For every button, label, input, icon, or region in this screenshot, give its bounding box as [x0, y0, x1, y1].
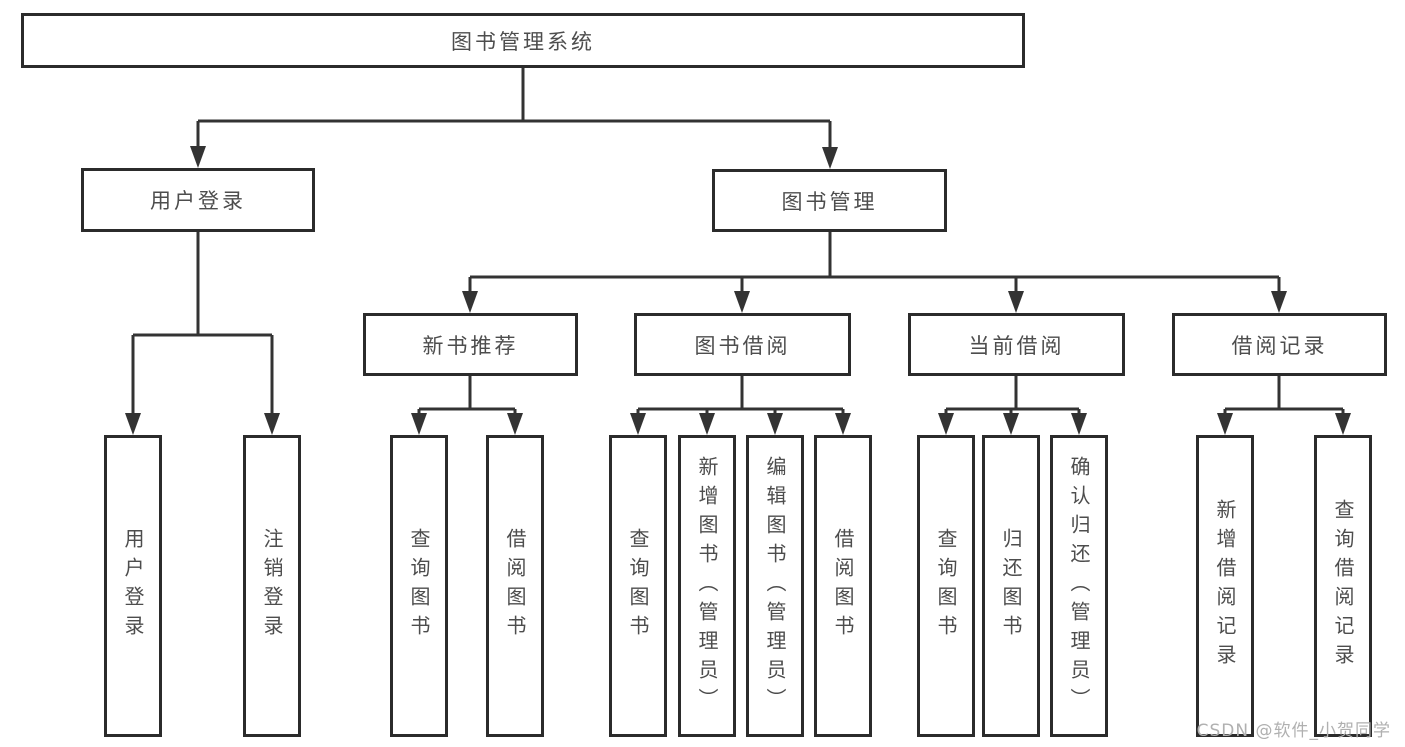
node-label: 用户登录 [150, 189, 246, 213]
leaf-query-books-3: 查询图书 [917, 435, 975, 737]
leaf-query-books-2: 查询图书 [609, 435, 667, 737]
node-book-borrowing: 图书借阅 [634, 313, 851, 376]
node-label: 图书管理系统 [451, 29, 595, 54]
leaf-user-login: 用户登录 [104, 435, 162, 737]
node-label: 借阅记录 [1231, 333, 1328, 358]
tree-edges [131, 68, 1345, 421]
node-label: 借阅图书 [831, 528, 855, 644]
node-user-login: 用户登录 [81, 168, 315, 232]
node-borrowing-records: 借阅记录 [1172, 313, 1387, 376]
node-label: 用户登录 [121, 528, 145, 644]
leaf-logout: 注销登录 [243, 435, 301, 737]
node-label: 新增借阅记录 [1213, 499, 1237, 673]
node-label: 借阅图书 [503, 528, 527, 644]
node-label: 新书推荐 [422, 333, 519, 358]
node-label: 归还图书 [999, 528, 1023, 644]
node-label: 新增图书（管理员） [695, 455, 719, 717]
node-root-library-system: 图书管理系统 [21, 13, 1025, 68]
leaf-edit-book-admin: 编辑图书（管理员） [746, 435, 804, 737]
node-label: 确认归还（管理员） [1067, 455, 1091, 717]
leaf-confirm-return-admin: 确认归还（管理员） [1050, 435, 1108, 737]
node-label: 图书借阅 [694, 333, 791, 358]
leaf-return-book: 归还图书 [982, 435, 1040, 737]
leaf-borrow-books-1: 借阅图书 [486, 435, 544, 737]
csdn-watermark: CSDN @软件_小贺同学 [1196, 721, 1391, 741]
leaf-add-borrow-record: 新增借阅记录 [1196, 435, 1254, 737]
node-label: 编辑图书（管理员） [763, 455, 787, 717]
leaf-borrow-books-2: 借阅图书 [814, 435, 872, 737]
node-label: 查询图书 [934, 528, 958, 644]
node-label: 查询图书 [407, 528, 431, 644]
node-new-book-recommend: 新书推荐 [363, 313, 578, 376]
leaf-add-book-admin: 新增图书（管理员） [678, 435, 736, 737]
node-label: 查询图书 [626, 528, 650, 644]
arrowheads [125, 146, 1351, 435]
leaf-query-borrow-record: 查询借阅记录 [1314, 435, 1372, 737]
node-label: 查询借阅记录 [1331, 499, 1355, 673]
node-label: 当前借阅 [968, 333, 1065, 358]
node-label: 图书管理 [781, 189, 878, 214]
node-label: 注销登录 [260, 528, 284, 644]
node-book-management: 图书管理 [712, 169, 947, 232]
node-current-borrowing: 当前借阅 [908, 313, 1125, 376]
leaf-query-books-1: 查询图书 [390, 435, 448, 737]
